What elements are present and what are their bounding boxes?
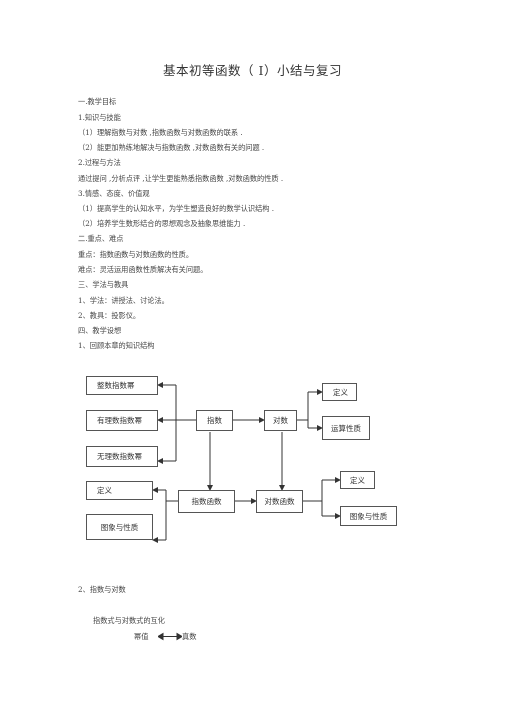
learning-method-text: 1、学法：讲授法、讨论法。	[78, 296, 169, 305]
knowledge-skills-heading: 1.知识与技能	[78, 113, 121, 122]
attitude-item-2: （2）培养学生数形结合的思想观念及抽象思维能力 .	[78, 219, 246, 228]
methods-tools-heading: 三、学法与教具	[78, 280, 129, 289]
section-objectives-heading: 一.教学目标	[78, 97, 117, 106]
conversion-title: 指数式与对数式的互化	[93, 616, 165, 625]
conversion-right-term: 真数	[182, 632, 197, 641]
teaching-tools-text: 2、教具：投影仪。	[78, 311, 141, 320]
box-logarithm: 对数	[264, 410, 297, 431]
box-exp-func-graph: 图象与性质	[86, 514, 153, 540]
process-method-text: 通过提问 ,分析点评 ,让学生更能熟悉指数函数 ,对数函数的性质 .	[78, 174, 284, 183]
box-exp-func-definition: 定义	[86, 481, 153, 500]
box-integer-power: 整数指数幂	[86, 376, 158, 395]
box-exponential-function: 指数函数	[178, 490, 235, 513]
review-structure-text: 1、回顾本章的知识结构	[78, 341, 155, 350]
page-title: 基本初等函数（ I）小结与复习	[163, 63, 342, 78]
double-arrow-icon	[158, 632, 182, 641]
box-logarithmic-function: 对数函数	[256, 490, 303, 513]
box-log-properties: 运算性质	[322, 416, 370, 440]
box-log-definition: 定义	[322, 383, 357, 401]
knowledge-item-2: （2）能更加熟练地解决与指数函数 ,对数函数有关的问题 .	[78, 143, 265, 152]
box-log-func-graph: 图象与性质	[340, 506, 397, 526]
section-exponent-logarithm: 2、指数与对数	[78, 585, 126, 594]
difficulty-text: 难点：灵活运用函数性质解决有关问题。	[78, 265, 208, 274]
box-irrational-power: 无理数指数幂	[86, 446, 158, 467]
focus-text: 重点：指数函数与对数函数的性质。	[78, 250, 194, 259]
attitude-heading: 3.情感、态度、价值观	[78, 189, 150, 198]
focus-difficulty-heading: 二.重点、难点	[78, 234, 124, 243]
box-log-func-definition: 定义	[340, 471, 375, 489]
knowledge-item-1: （1）理解指数与对数 ,指数函数与对数函数的联系 .	[78, 128, 243, 137]
teaching-plan-heading: 四、教学设想	[78, 326, 122, 335]
box-exponent: 指数	[196, 410, 233, 431]
process-method-heading: 2.过程与方法	[78, 158, 121, 167]
conversion-left-term: 幂值	[134, 632, 149, 641]
attitude-item-1: （1）提高学生的认知水平，为学生塑造良好的数学认识结构 .	[78, 204, 275, 213]
box-rational-power: 有理数指数幂	[86, 410, 158, 431]
